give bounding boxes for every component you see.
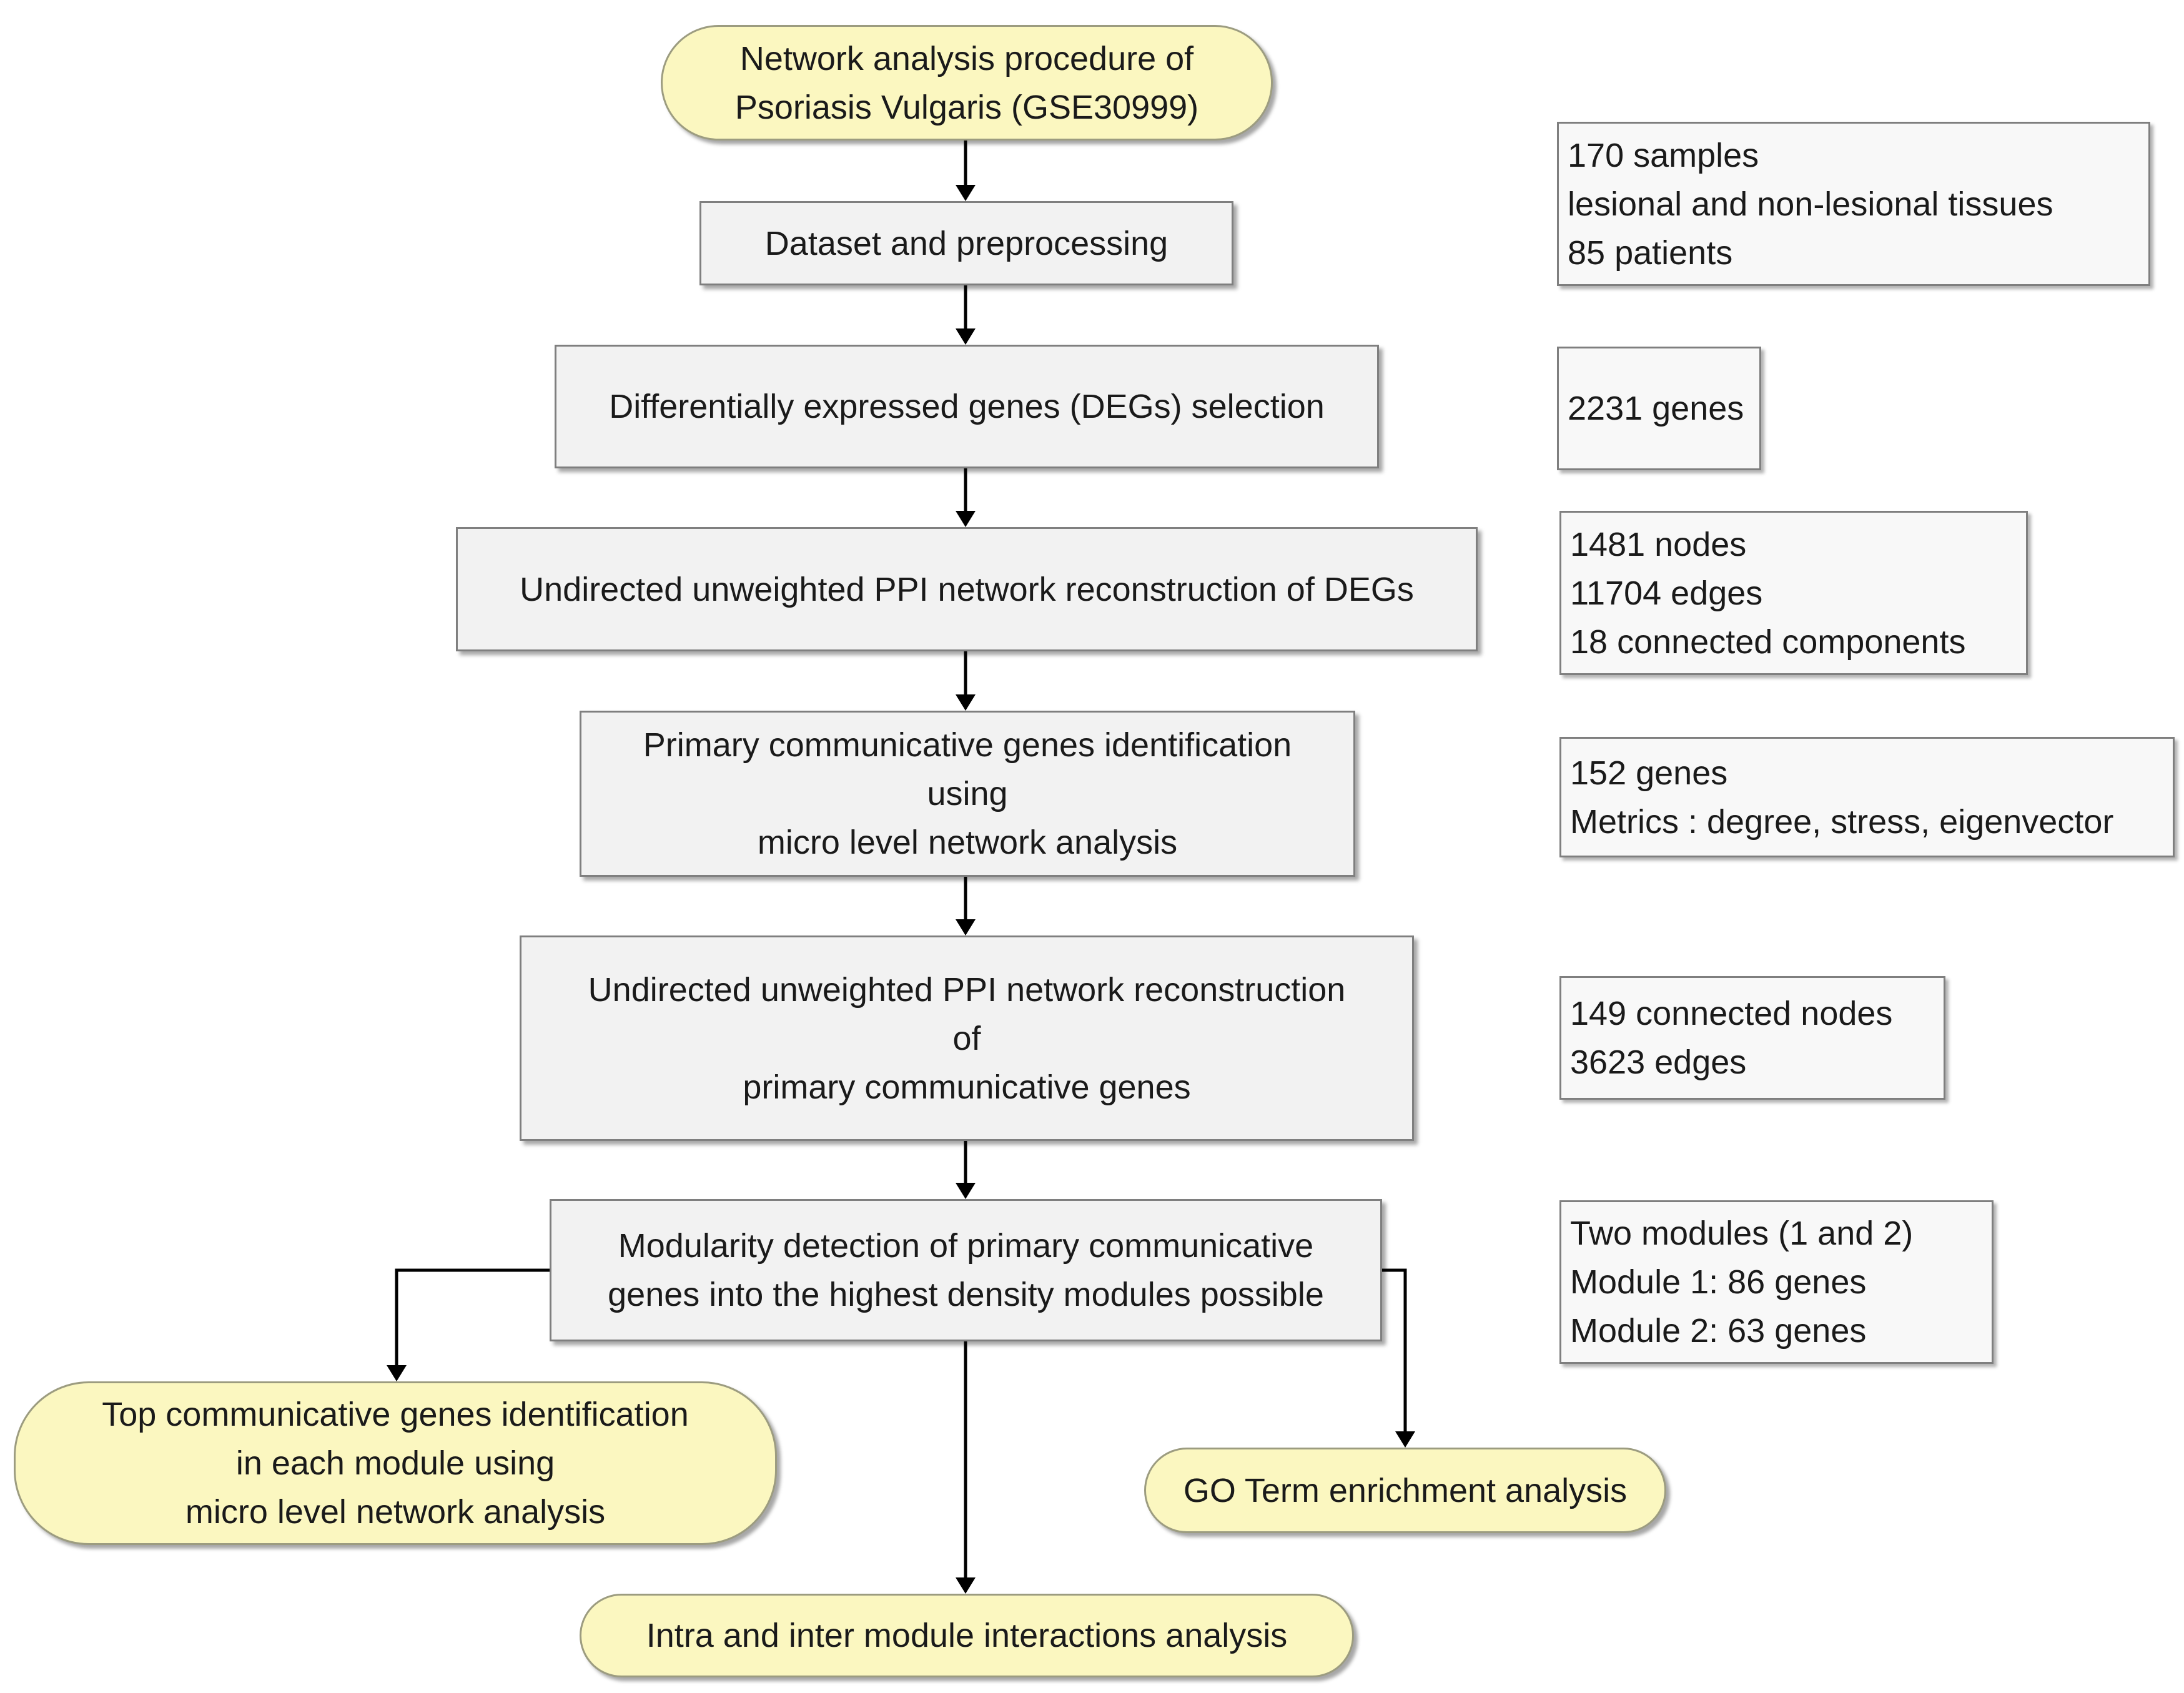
arrowhead [956, 694, 976, 711]
arrowhead [1395, 1431, 1415, 1448]
text-line: lesional and non-lesional tissues [1568, 185, 2053, 223]
note-network-stats: 1481 nodes 11704 edges 18 connected compon… [1559, 511, 2028, 675]
note-deg-count: 2231 genes [1557, 347, 1761, 470]
terminal-intra-inter-module: Intra and inter module interactions anal… [580, 1594, 1354, 1677]
text-line: Modularity detection of primary communic… [618, 1227, 1314, 1265]
text-line: 2231 genes [1568, 390, 1744, 427]
text-line: GO Term enrichment analysis [1183, 1471, 1628, 1509]
text-line: Intra and inter module interactions anal… [646, 1617, 1288, 1654]
arrowhead [387, 1365, 407, 1381]
text-line: 11704 edges [1570, 574, 1763, 612]
text-line: 85 patients [1568, 234, 1733, 272]
text-line: 149 connected nodes [1570, 995, 1893, 1032]
text-line: Psoriasis Vulgaris (GSE30999) [734, 88, 1199, 126]
arrowhead [956, 1577, 976, 1594]
step-ppi-network-primary-genes: Undirected unweighted PPI network recons… [520, 935, 1414, 1141]
arrowhead [956, 1183, 976, 1199]
note-dataset: 170 samples lesional and non-lesional tis… [1557, 122, 2150, 286]
terminal-top-communicative-genes: Top communicative genes identification in… [14, 1381, 777, 1545]
text-line: genes into the highest density modules p… [608, 1276, 1324, 1313]
text-line: using [927, 775, 1008, 812]
start-terminal: Network analysis procedure of Psoriasis V… [661, 25, 1273, 141]
note-primary-network: 149 connected nodes 3623 edges [1559, 976, 1945, 1100]
text-line: micro level network analysis [185, 1493, 606, 1531]
text-line: 152 genes [1570, 754, 1728, 792]
arrowhead [956, 328, 976, 345]
text-line: of [952, 1019, 981, 1057]
text-line: Dataset and preprocessing [764, 224, 1169, 262]
step-deg-selection: Differentially expressed genes (DEGs) se… [555, 345, 1379, 468]
step-modularity-detection: Modularity detection of primary communic… [550, 1199, 1382, 1341]
text-line: Top communicative genes identification [102, 1396, 689, 1433]
arrowhead [956, 185, 976, 201]
text-line: primary communicative genes [743, 1068, 1191, 1106]
terminal-go-term-enrichment: GO Term enrichment analysis [1144, 1448, 1666, 1533]
text-line: Undirected unweighted PPI network recons… [588, 970, 1346, 1009]
text-line: Network analysis procedure of [739, 39, 1194, 77]
arrowhead [956, 511, 976, 527]
arrow-step6-to-top-genes [395, 1268, 550, 1368]
step-ppi-network-degs: Undirected unweighted PPI network recons… [456, 527, 1478, 651]
text-line: micro level network analysis [757, 824, 1178, 861]
text-line: 170 samples [1568, 136, 1759, 174]
text-line: Metrics : degree, stress, eigenvector [1570, 802, 2114, 841]
text-line: Module 1: 86 genes [1570, 1263, 1867, 1301]
text-line: Differentially expressed genes (DEGs) se… [609, 388, 1325, 425]
text-line: Primary communicative genes identificati… [643, 726, 1292, 764]
text-line: in each module using [235, 1444, 555, 1482]
step-dataset-preprocessing: Dataset and preprocessing [699, 201, 1233, 285]
text-line: 18 connected components [1570, 623, 1966, 661]
text-line: Undirected unweighted PPI network recons… [520, 570, 1414, 608]
text-line: 3623 edges [1570, 1044, 1747, 1081]
arrowhead [956, 919, 976, 935]
text-line: 1481 nodes [1570, 525, 1747, 563]
text-line: Module 2: 63 genes [1570, 1312, 1867, 1350]
text-line: Two modules (1 and 2) [1570, 1215, 1914, 1252]
step-primary-communicative-genes: Primary communicative genes identificati… [580, 711, 1355, 877]
arrow-step6-to-go-term [1382, 1268, 1407, 1434]
